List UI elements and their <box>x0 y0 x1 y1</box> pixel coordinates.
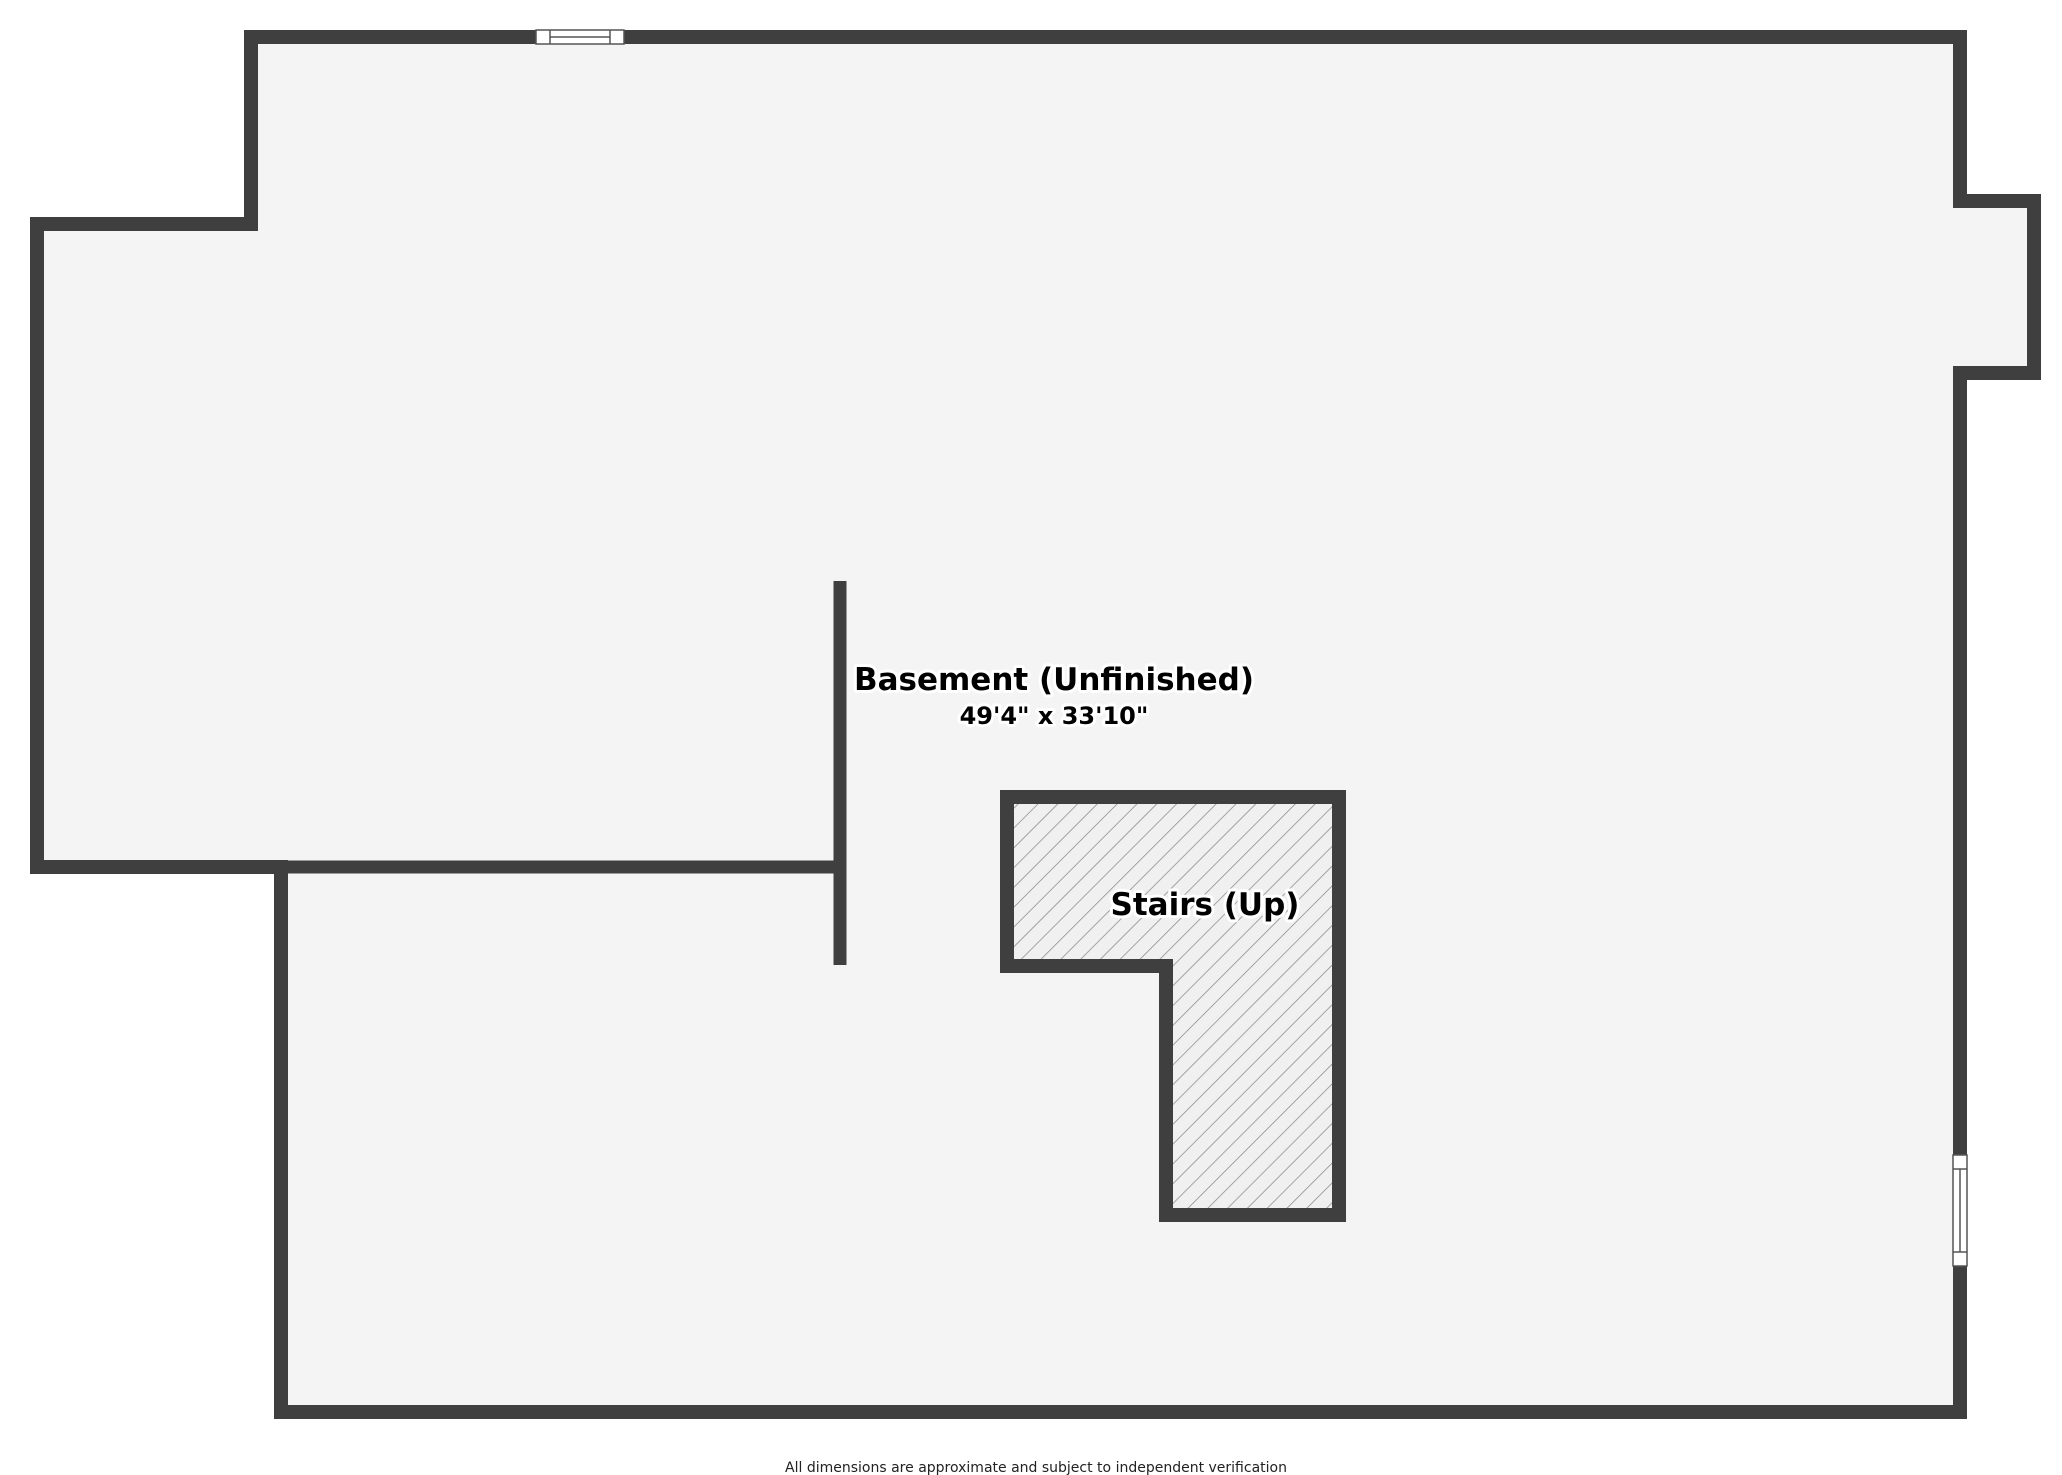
window-right <box>1952 1154 1968 1267</box>
window-top <box>535 29 625 45</box>
room-name-stairs: Stairs (Up) <box>1111 887 1300 923</box>
basement-floor <box>37 37 2034 1412</box>
room-name-basement: Basement (Unfinished) <box>854 662 1254 698</box>
exterior-wall <box>30 30 2041 1419</box>
disclaimer-note: All dimensions are approximate and subje… <box>785 1460 1287 1475</box>
room-dimensions-basement: 49'4" x 33'10" <box>960 702 1149 730</box>
stairs-area <box>1000 790 1346 1222</box>
